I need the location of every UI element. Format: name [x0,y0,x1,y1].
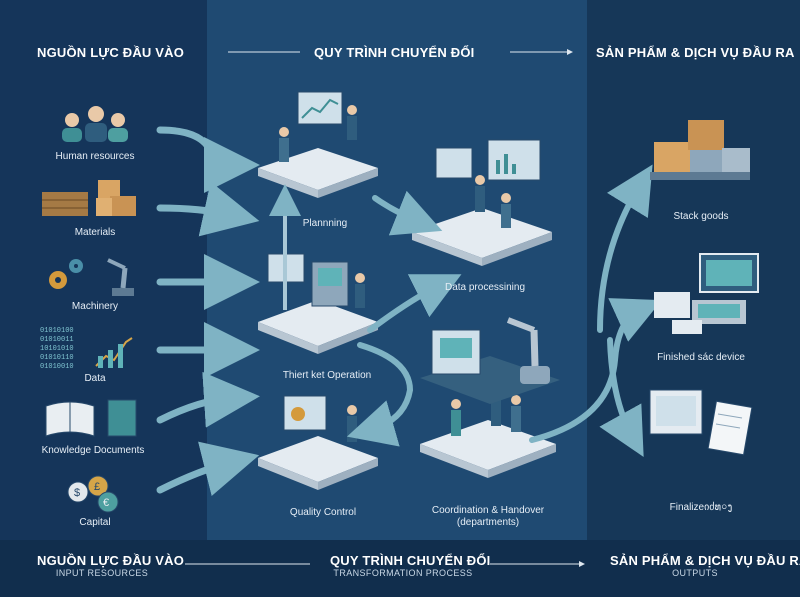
process-label-quality-control: Quality Control [289,507,357,518]
coordination-subtitle: (departments) [456,517,520,528]
svg-text:£: £ [94,481,100,493]
gears-robot-arm-icon [49,258,134,296]
input-label-materials: Materials [74,227,116,238]
svg-text:01010011: 01010011 [40,336,74,344]
process-band [207,0,587,597]
svg-text:€: € [103,497,109,509]
boxes-icon [42,180,136,216]
footer-outputs-title: SẢN PHẨM & DỊCH VỤ ĐẦU RA [610,553,800,568]
process-label-operation: Thiert ket Operation [282,370,372,381]
output-label-finalized: Finalizeიძ​ທ০ງ [669,502,733,513]
input-label-capital: Capital [79,517,111,528]
people-icon [62,106,128,142]
coins-icon: $ £ € [67,475,119,513]
stacked-boxes-icon [650,120,750,180]
inputs-header: NGUỒN LỰC ĐẦU VÀO [37,45,185,60]
books-icon [45,399,137,437]
process-arrows [346,164,662,457]
footer-process-title: QUY TRÌNH CHUYỂN ĐỔI [330,553,491,568]
footer-inputs-subtitle: INPUT RESOURCES [55,568,149,578]
svg-text:$: $ [74,487,80,499]
coordination-platform [420,387,556,478]
coordination-title: Coordination & Handover [431,505,545,516]
process-header: QUY TRÌNH CHUYỂN ĐỔI [314,45,475,60]
output-label-stack-goods: Stack goods [673,211,729,222]
footer-process-subtitle: TRANSFORMATION PROCESS [333,568,473,578]
planning-platform [258,91,378,198]
input-label-knowledge-documents: Knowledge Documents [41,445,145,456]
svg-text:01010100: 01010100 [40,327,74,335]
process-label-data-processing: Data processining [444,282,526,293]
input-arrows [156,126,260,496]
process-label-coordination: Coordination & Handover (departments) [418,505,558,529]
input-label-machinery: Machinery [71,301,119,312]
data-processing-platform [412,139,552,266]
devices-icon [654,253,759,334]
input-label-data: Data [84,373,106,384]
process-label-planning: Plannning [302,218,348,229]
footer-outputs-subtitle: OUTPUTS [672,568,718,578]
input-label-human-resources: Human resources [55,151,135,162]
svg-text:01010010: 01010010 [40,363,74,371]
footer-inputs-title: NGUỒN LỰC ĐẦU VÀO [37,553,185,568]
output-label-finished-device: Finished sác device [657,352,745,363]
outputs-header: SẢN PHẨM & DỊCH VỤ ĐẦU RA [596,45,795,60]
machine-robot-platform [420,317,560,404]
svg-text:01010110: 01010110 [40,354,74,362]
svg-text:10101010: 10101010 [40,345,74,353]
documents-icon [649,389,753,456]
